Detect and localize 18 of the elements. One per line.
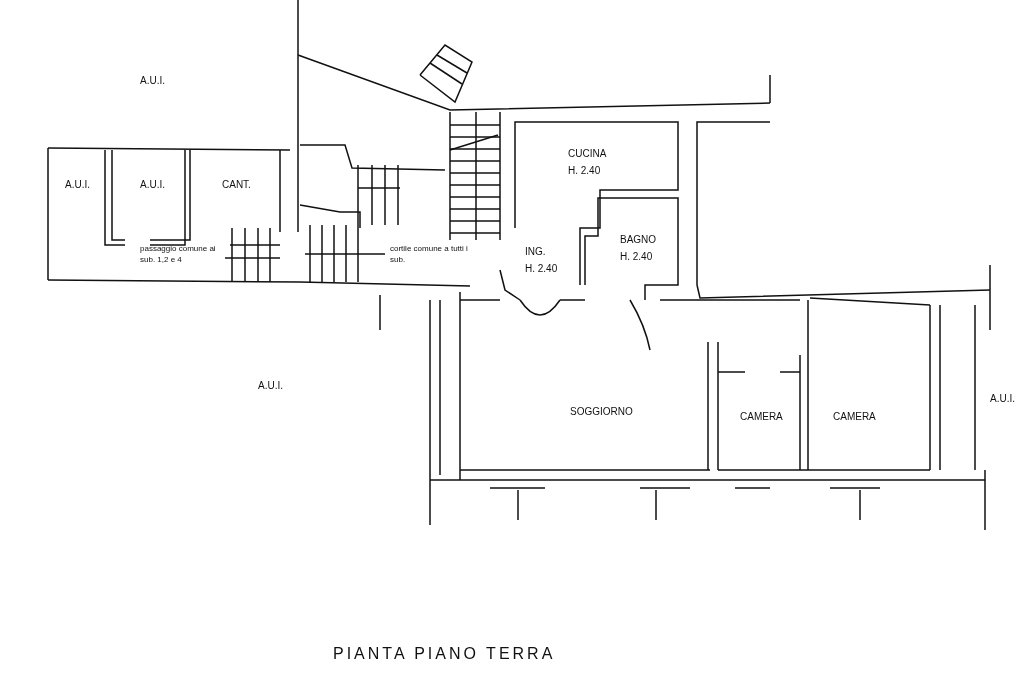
room-label: SOGGIORNO: [570, 405, 633, 419]
room-label: A.U.I.: [65, 178, 90, 192]
area-label: A.U.I.: [140, 75, 165, 87]
ceiling-height-label: H. 2.40: [568, 164, 601, 178]
area-label: A.U.I.: [990, 393, 1015, 405]
area-label: A.U.I.: [258, 380, 283, 392]
room-label: CAMERA: [833, 410, 876, 424]
area-note: passaggio comune ai sub. 1,2 e 4: [140, 243, 217, 265]
area-note: cortile comune a tutti i sub.: [390, 243, 469, 265]
room-label: CUCINA: [568, 147, 607, 161]
ceiling-height-label: H. 2.40: [525, 262, 558, 276]
room-label: CANT.: [222, 178, 251, 192]
room-label: A.U.I.: [140, 178, 165, 192]
ceiling-height-label: H. 2.40: [620, 250, 653, 264]
room-label: CAMERA: [740, 410, 783, 424]
room-label: ING.: [525, 245, 546, 259]
plan-title: PIANTA PIANO TERRA: [333, 645, 556, 663]
room-label: BAGNO: [620, 233, 657, 247]
